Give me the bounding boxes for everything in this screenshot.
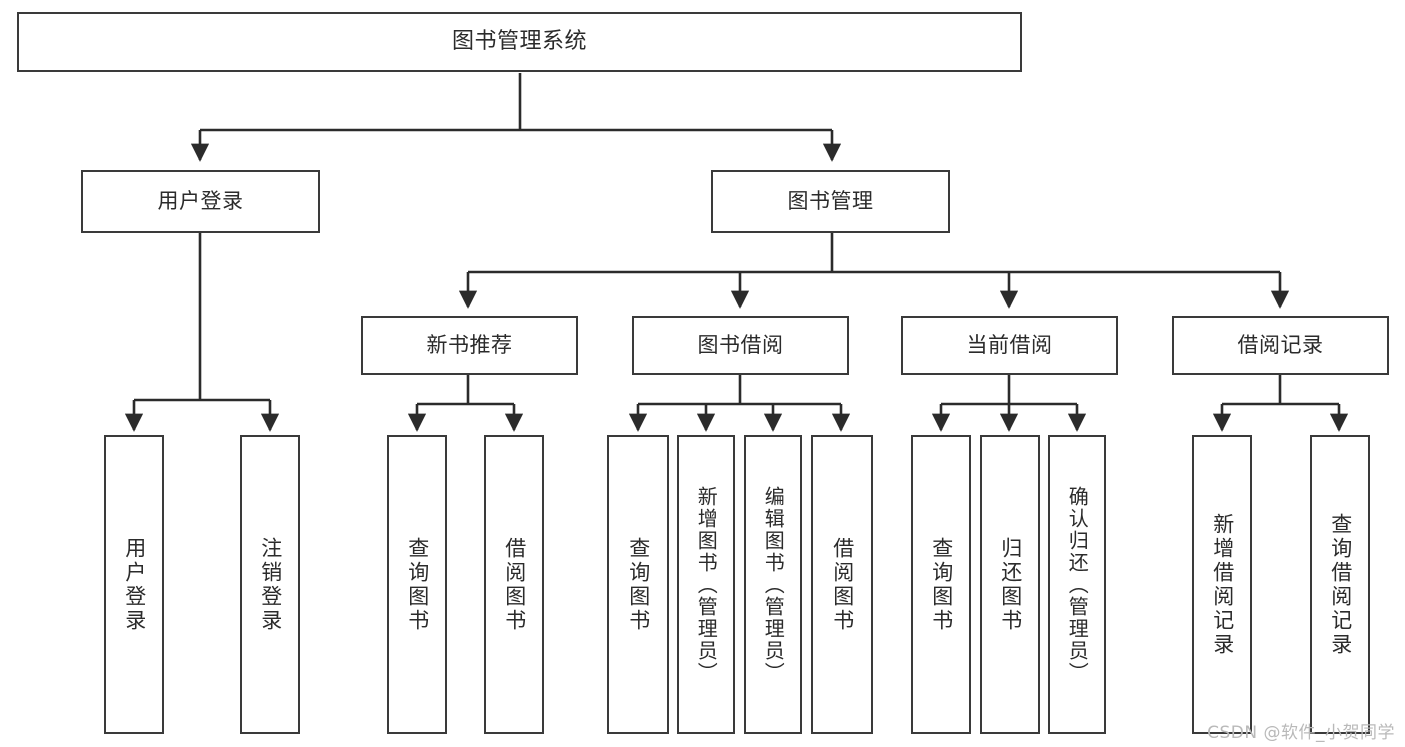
leaf-edit-book-label: 编辑图书（管理员） — [761, 485, 786, 684]
leaf-logout-label: 注销登录 — [258, 536, 283, 633]
leaf-query-record-label: 查询借阅记录 — [1328, 512, 1353, 657]
node-new-book-recommend-label: 新书推荐 — [426, 333, 513, 358]
node-root[interactable]: 图书管理系统 — [17, 12, 1022, 72]
leaf-borrow-book-1[interactable]: 借阅图书 — [484, 435, 544, 734]
node-borrow-record-label: 借阅记录 — [1237, 333, 1324, 358]
leaf-borrow-book-2[interactable]: 借阅图书 — [811, 435, 873, 734]
leaf-edit-book[interactable]: 编辑图书（管理员） — [744, 435, 802, 734]
leaf-query-book-2-label: 查询图书 — [626, 536, 651, 633]
node-book-manage[interactable]: 图书管理 — [711, 170, 950, 233]
leaf-borrow-book-2-label: 借阅图书 — [830, 536, 855, 633]
node-current-borrow-label: 当前借阅 — [966, 333, 1053, 358]
node-book-borrow[interactable]: 图书借阅 — [632, 316, 849, 375]
leaf-query-book-2[interactable]: 查询图书 — [607, 435, 669, 734]
node-book-borrow-label: 图书借阅 — [697, 333, 784, 358]
leaf-confirm-return[interactable]: 确认归还（管理员） — [1048, 435, 1106, 734]
leaf-return-book[interactable]: 归还图书 — [980, 435, 1040, 734]
node-user-login-label: 用户登录 — [157, 189, 244, 214]
leaf-query-record[interactable]: 查询借阅记录 — [1310, 435, 1370, 734]
leaf-query-book-3-label: 查询图书 — [929, 536, 954, 633]
watermark: CSDN @软件_小贺同学 — [1207, 723, 1395, 743]
node-new-book-recommend[interactable]: 新书推荐 — [361, 316, 578, 375]
leaf-add-record-label: 新增借阅记录 — [1210, 512, 1235, 657]
node-root-label: 图书管理系统 — [451, 29, 587, 55]
node-borrow-record[interactable]: 借阅记录 — [1172, 316, 1389, 375]
leaf-borrow-book-1-label: 借阅图书 — [502, 536, 527, 633]
leaf-user-login-label: 用户登录 — [122, 536, 147, 633]
leaf-add-book[interactable]: 新增图书（管理员） — [677, 435, 735, 734]
leaf-add-book-label: 新增图书（管理员） — [694, 485, 719, 684]
leaf-return-book-label: 归还图书 — [998, 536, 1023, 633]
leaf-query-book-1-label: 查询图书 — [405, 536, 430, 633]
node-current-borrow[interactable]: 当前借阅 — [901, 316, 1118, 375]
leaf-add-record[interactable]: 新增借阅记录 — [1192, 435, 1252, 734]
node-book-manage-label: 图书管理 — [787, 189, 874, 214]
leaf-query-book-3[interactable]: 查询图书 — [911, 435, 971, 734]
node-user-login[interactable]: 用户登录 — [81, 170, 320, 233]
leaf-confirm-return-label: 确认归还（管理员） — [1065, 485, 1090, 684]
leaf-logout[interactable]: 注销登录 — [240, 435, 300, 734]
leaf-user-login[interactable]: 用户登录 — [104, 435, 164, 734]
leaf-query-book-1[interactable]: 查询图书 — [387, 435, 447, 734]
